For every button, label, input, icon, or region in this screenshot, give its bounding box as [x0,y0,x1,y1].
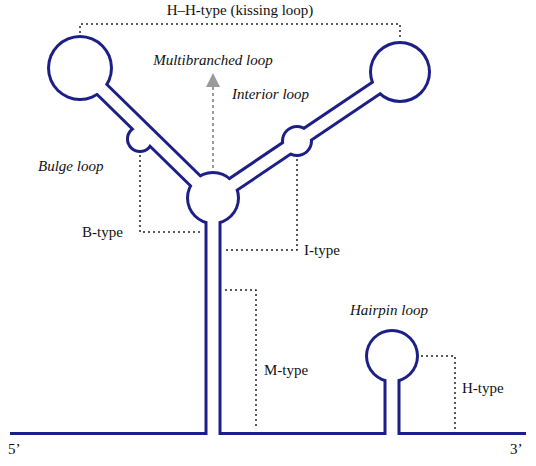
kissing-bracket [80,24,400,39]
interior-inner [284,128,310,154]
right-hairpin-loop [369,41,431,103]
kissing-type-label: H–H-type (kissing loop) [167,2,314,19]
right-branch-inner [213,72,400,198]
type-label: B-type [82,224,123,241]
type-label: M-type [264,362,308,379]
left-loop-inner [50,38,110,98]
type-label: H-type [462,380,504,397]
b-type-bracket [140,155,202,232]
multibranched-inner [189,174,237,222]
i-type-bracket [225,159,297,250]
right-branch-tube [213,72,400,198]
hairpin-loop [365,329,419,383]
h-type-bracket [421,356,455,430]
right-loop-inner [372,44,428,100]
stem-inner [208,198,219,437]
multibranched-arrow [212,80,214,168]
loop-name: Hairpin loop [350,302,428,319]
rna-outline-layer [10,35,526,435]
loop-name: Multibranched loop [153,52,273,69]
bulge-inner [129,128,151,150]
m-type-bracket [225,290,256,428]
type-label: I-type [304,242,340,259]
backbone-line [10,432,526,435]
end-label: 5’ [8,441,21,458]
rna-inner-layer [50,38,428,437]
hairpin-inner [368,332,416,380]
loop-name: Interior loop [232,86,309,103]
end-label: 3’ [510,441,523,458]
loop-name: Bulge loop [38,158,103,175]
